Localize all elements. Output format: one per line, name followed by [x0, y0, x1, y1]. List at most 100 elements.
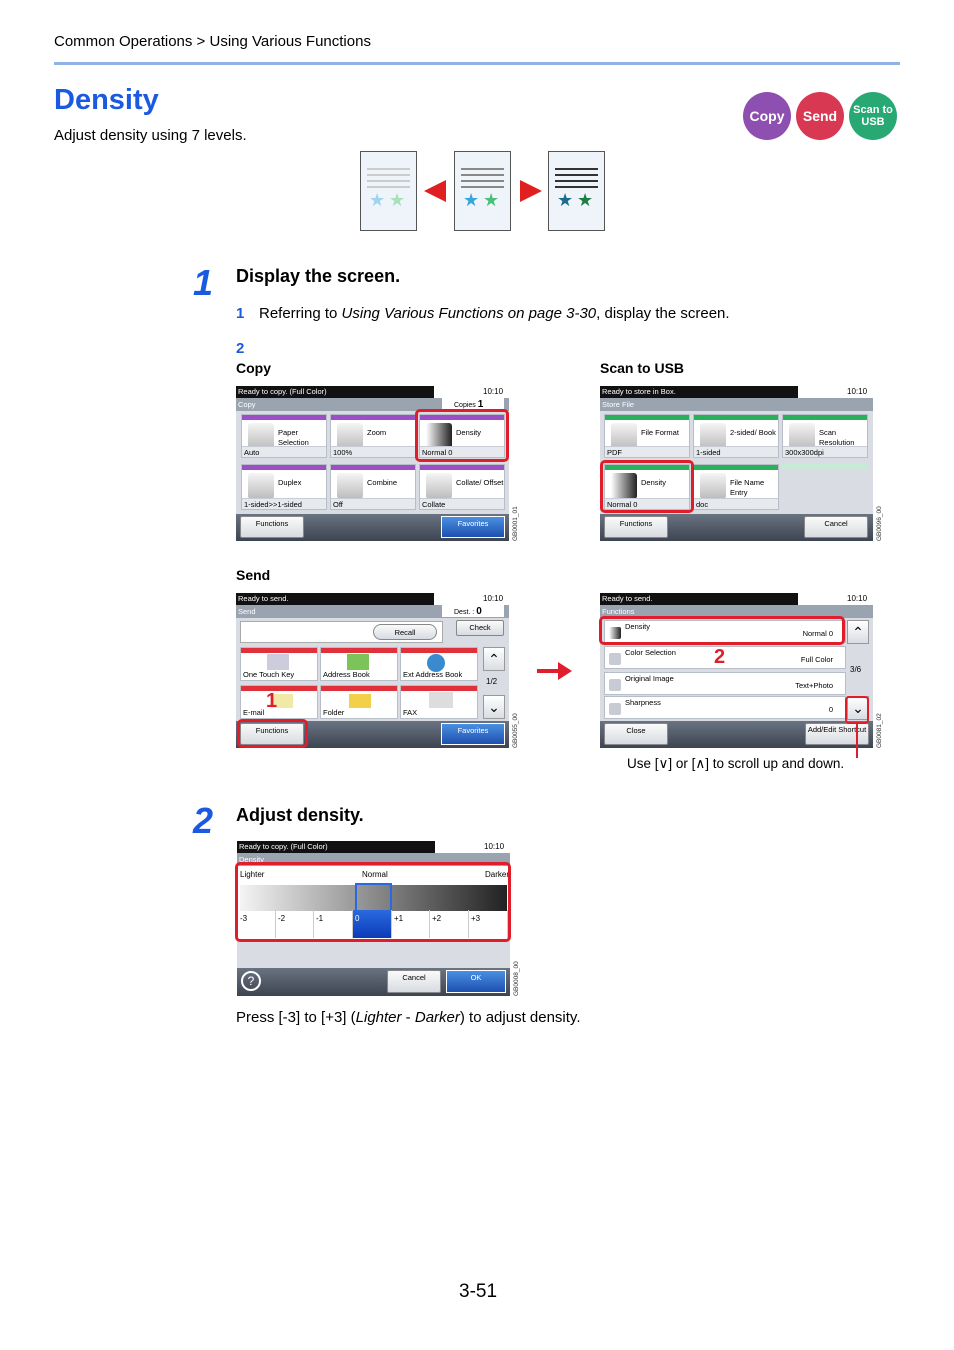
- level-plus-1[interactable]: +1: [392, 910, 430, 938]
- level-plus-2[interactable]: +2: [430, 910, 469, 938]
- scroll-up-button[interactable]: ⌃: [483, 647, 505, 671]
- fax-icon: [429, 692, 453, 708]
- star-icon: ★: [389, 190, 406, 210]
- tile-name: Ext Address Book: [403, 670, 463, 679]
- functions-label: Functions: [255, 519, 289, 528]
- final-lighter: Lighter: [355, 1009, 402, 1026]
- screen-tab: Functions: [600, 605, 873, 618]
- level-minus-2[interactable]: -2: [276, 910, 314, 938]
- density-icon: [609, 627, 621, 639]
- send-label: Send: [236, 567, 271, 583]
- step-1-title: Display the screen.: [236, 266, 401, 286]
- cancel-button[interactable]: Cancel: [804, 516, 868, 538]
- scroll-down-button[interactable]: ⌄: [483, 695, 505, 719]
- density-selector-highlight: [235, 862, 511, 942]
- cancel-label: Cancel: [402, 973, 426, 982]
- ok-button[interactable]: OK: [446, 970, 506, 993]
- scan-to-usb-label: Scan to USB: [600, 360, 685, 376]
- tile-email[interactable]: E-mail: [240, 685, 318, 719]
- status-bar: Ready to store in Box.: [600, 386, 798, 398]
- add-edit-shortcut-button[interactable]: Add/Edit Shortcut: [805, 723, 869, 745]
- tile-fax[interactable]: FAX: [400, 685, 478, 719]
- tile-value: Normal 0: [420, 446, 504, 457]
- tile-address-book[interactable]: Address Book: [320, 647, 398, 681]
- tile-folder[interactable]: Folder: [320, 685, 398, 719]
- chevron-up-icon: ⌃: [488, 651, 500, 667]
- empty-tile: [782, 464, 868, 470]
- functions-label: Functions: [619, 519, 653, 528]
- step-marker-1: 1: [266, 690, 278, 712]
- tile-ext-address-book[interactable]: Ext Address Book: [400, 647, 478, 681]
- status-bar: Ready to copy. (Full Color): [237, 841, 435, 853]
- star-icon: ★: [557, 190, 574, 210]
- functions-label: Functions: [255, 726, 289, 735]
- cancel-label: Cancel: [824, 519, 848, 528]
- final-text-a: Press [-3] to [+3] (: [236, 1009, 356, 1026]
- density-highlight: [415, 409, 509, 462]
- substep-1-number: 1: [236, 305, 245, 322]
- scroll-up-button[interactable]: ⌃: [847, 620, 869, 644]
- tile-value: 300x300dpi: [783, 446, 867, 457]
- lighter-density-illustration: ★ ★: [360, 151, 417, 231]
- figure-code: GB0008_00: [513, 961, 520, 996]
- level-0[interactable]: 0: [353, 910, 392, 938]
- recall-label: Recall: [394, 628, 416, 637]
- level-label: +3: [471, 914, 481, 923]
- tile-one-touch-key[interactable]: One Touch Key: [240, 647, 318, 681]
- clock: 10:10: [484, 842, 505, 851]
- tile-value: PDF: [605, 446, 689, 457]
- clock: 10:10: [847, 594, 868, 603]
- favorites-button[interactable]: Favorites: [441, 723, 505, 745]
- envelope-icon: [271, 694, 293, 708]
- send-badge: Send: [796, 92, 844, 140]
- substep-1-text: Referring to Using Various Functions on …: [259, 305, 730, 322]
- add-edit-shortcut-label: Add/Edit Shortcut: [807, 725, 867, 734]
- level-label: -3: [240, 914, 248, 923]
- callout-line: [856, 724, 858, 758]
- scan-to-usb-screen: Ready to store in Box. 10:10 Store File …: [600, 386, 873, 541]
- star-icon: ★: [369, 190, 386, 210]
- resolution-icon: [789, 423, 815, 449]
- final-dash: -: [401, 1009, 415, 1026]
- cancel-button[interactable]: Cancel: [387, 970, 441, 993]
- copies-label: Copies: [454, 402, 476, 409]
- functions-button[interactable]: Functions: [240, 723, 304, 745]
- check-button[interactable]: Check: [456, 620, 504, 636]
- star-icon: ★: [483, 190, 500, 210]
- functions-button[interactable]: Functions: [604, 516, 668, 538]
- recall-button[interactable]: Recall: [373, 624, 437, 640]
- tile-name: File Format: [641, 428, 679, 437]
- favorites-button[interactable]: Favorites: [441, 516, 505, 538]
- chevron-up-icon: ⌃: [852, 624, 864, 640]
- level-plus-3[interactable]: +3: [469, 910, 508, 938]
- help-icon[interactable]: ?: [241, 971, 261, 991]
- collate-icon: [426, 473, 452, 499]
- scroll-note: Use [∨] or [∧] to scroll up and down.: [627, 756, 845, 771]
- screen-tab: Store File: [600, 398, 873, 411]
- copies-field: Copies 1: [442, 398, 504, 410]
- functions-button[interactable]: Functions: [240, 516, 304, 538]
- level-minus-3[interactable]: -3: [238, 910, 276, 938]
- level-minus-1[interactable]: -1: [314, 910, 353, 938]
- tile-value: 100%: [331, 446, 415, 457]
- screen-tab: Copy: [236, 398, 509, 411]
- dest-label: Dest. :: [454, 609, 475, 616]
- density-icon: [426, 423, 452, 449]
- close-button[interactable]: Close: [604, 723, 668, 745]
- ok-label: OK: [470, 973, 482, 982]
- density-row-highlight: [599, 616, 845, 645]
